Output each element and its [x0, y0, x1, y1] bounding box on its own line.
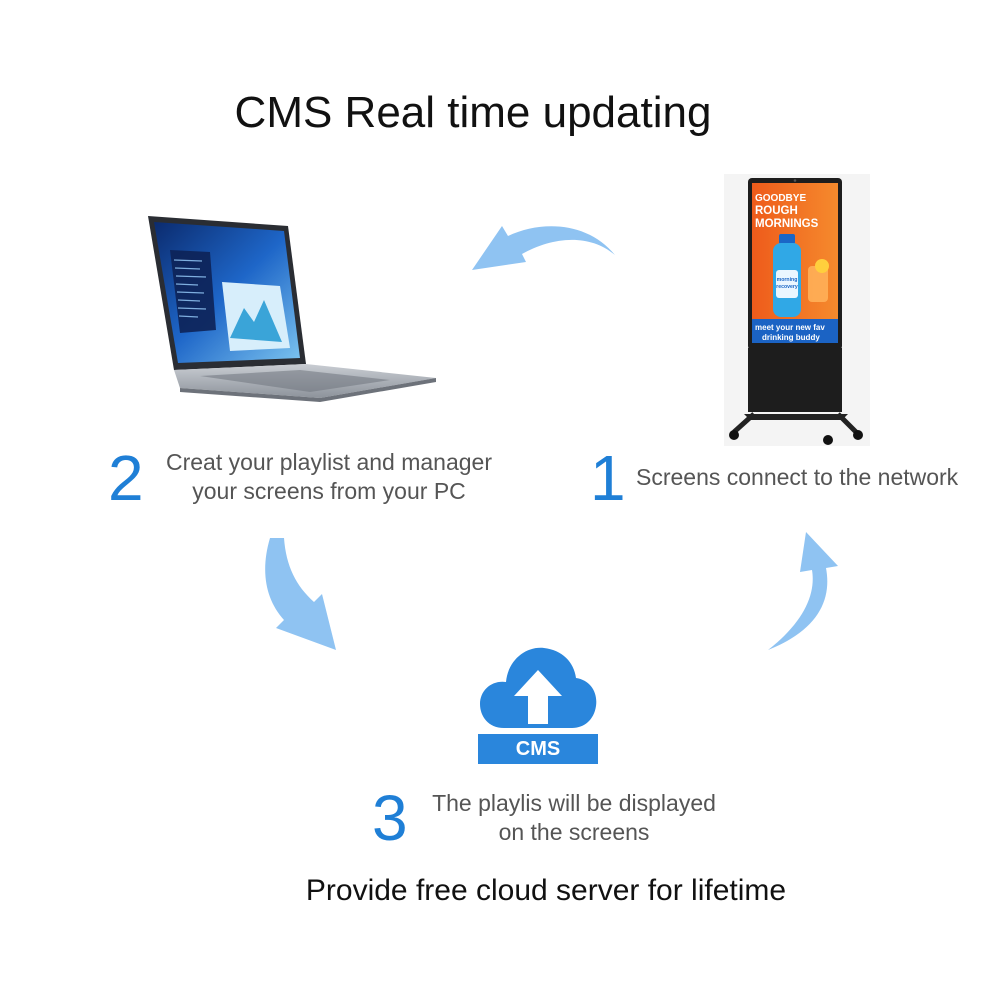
step-3-line1: The playlis will be displayed	[432, 790, 716, 816]
page-title: CMS Real time updating	[234, 88, 712, 137]
kiosk-image: GOODBYE ROUGH MORNINGS morning recovery …	[724, 174, 870, 446]
step-3-number: 3	[372, 782, 408, 854]
kiosk-ad-line3: MORNINGS	[755, 218, 819, 230]
kiosk-ad-line2: ROUGH	[755, 205, 798, 217]
step-2-text: Creat your playlist and manager your scr…	[154, 448, 504, 506]
step-1-text: Screens connect to the network	[636, 464, 959, 490]
footer-text: Provide free cloud server for lifetime	[305, 874, 787, 907]
step-2-number: 2	[108, 442, 144, 514]
arrow-kiosk-to-laptop	[472, 226, 615, 270]
cms-badge-label: CMS	[516, 738, 560, 760]
kiosk-tagline1: meet your new fav	[755, 323, 825, 332]
cloud-upload-icon: CMS	[478, 647, 598, 764]
arrow-cloud-to-kiosk	[768, 532, 838, 650]
arrow-laptop-to-cloud	[265, 538, 336, 650]
step-3-line2: on the screens	[498, 819, 650, 845]
laptop-image	[148, 216, 436, 402]
kiosk-bottle-line2: recovery	[776, 284, 798, 290]
kiosk-tagline2: drinking buddy	[762, 333, 820, 342]
step-1-number: 1	[590, 442, 626, 514]
step-2-line2: your screens from your PC	[192, 478, 466, 504]
kiosk-ad-line1: GOODBYE	[755, 193, 806, 204]
step-3-text: The playlis will be displayed on the scr…	[420, 789, 728, 847]
kiosk-bottle-line1: morning	[777, 277, 798, 283]
step-2-line1: Creat your playlist and manager	[166, 449, 492, 475]
